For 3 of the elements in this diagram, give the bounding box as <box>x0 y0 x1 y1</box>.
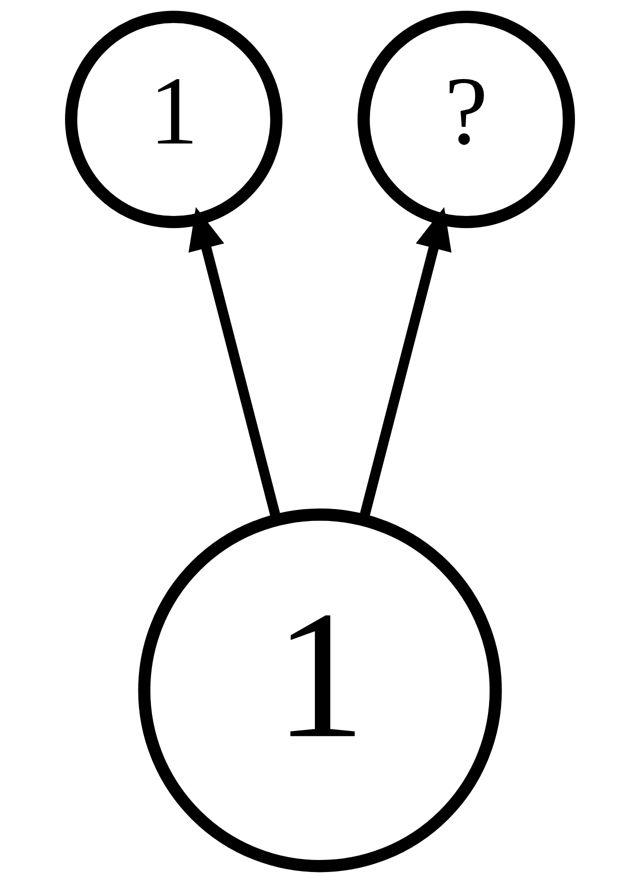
node-circle: ? <box>358 10 575 228</box>
node-circle: 1 <box>138 508 502 872</box>
node-circle: 1 <box>65 10 282 228</box>
